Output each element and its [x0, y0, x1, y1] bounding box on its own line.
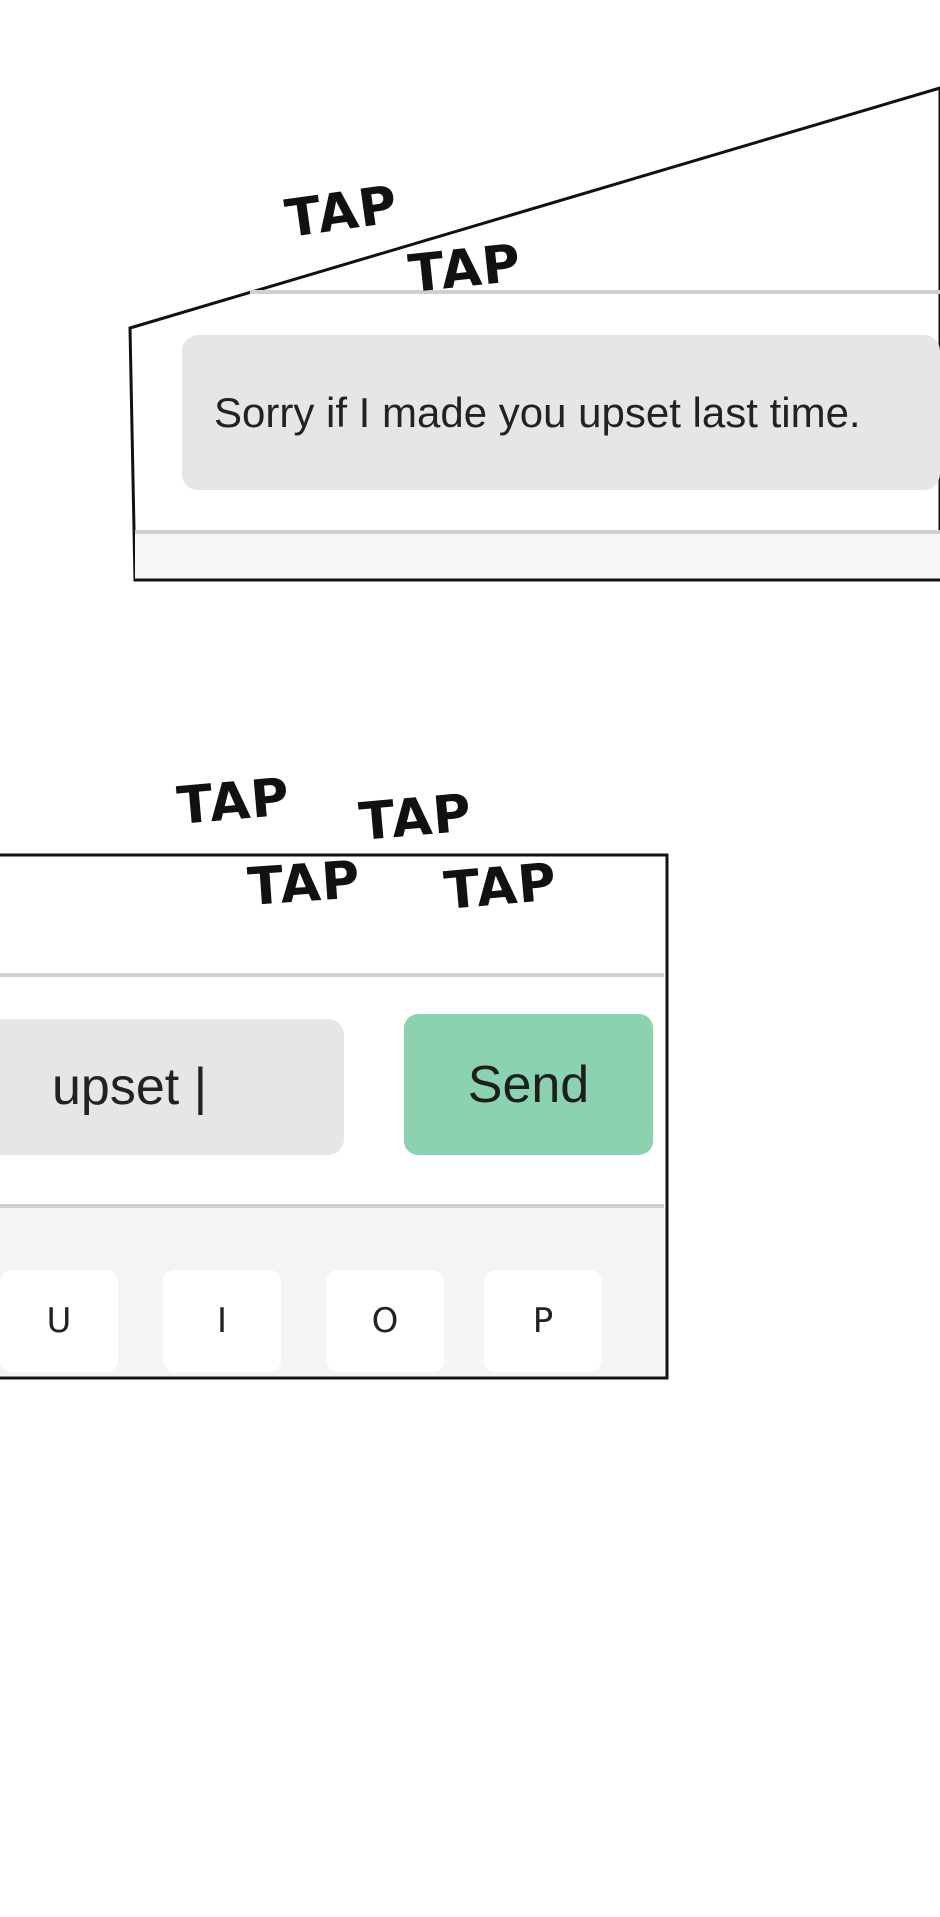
sfx-tap-6: TAP — [441, 852, 560, 922]
message-input[interactable]: upset | — [0, 1019, 344, 1155]
send-button[interactable]: Send — [404, 1014, 653, 1155]
message-input-value: upset | — [52, 1058, 208, 1116]
top-panel-frame — [128, 86, 940, 582]
key-u[interactable]: U — [0, 1270, 118, 1372]
bottom-divider — [0, 973, 664, 977]
key-p[interactable]: P — [484, 1270, 602, 1372]
keyboard: U I O P — [0, 1208, 665, 1376]
sfx-tap-2: TAP — [405, 233, 525, 305]
top-panel-keyboard-strip — [135, 530, 940, 580]
sfx-tap-5: TAP — [245, 850, 363, 918]
top-divider — [250, 290, 940, 294]
sfx-tap-4: TAP — [356, 783, 475, 853]
sfx-tap-3: TAP — [174, 767, 293, 837]
top-input-divider — [135, 530, 940, 534]
message-text: Sorry if I made you upset last time. — [214, 388, 861, 436]
message-bubble: Sorry if I made you upset last time. — [182, 335, 940, 490]
keyboard-divider — [0, 1204, 664, 1208]
key-o[interactable]: O — [326, 1270, 444, 1372]
key-i[interactable]: I — [163, 1270, 281, 1372]
